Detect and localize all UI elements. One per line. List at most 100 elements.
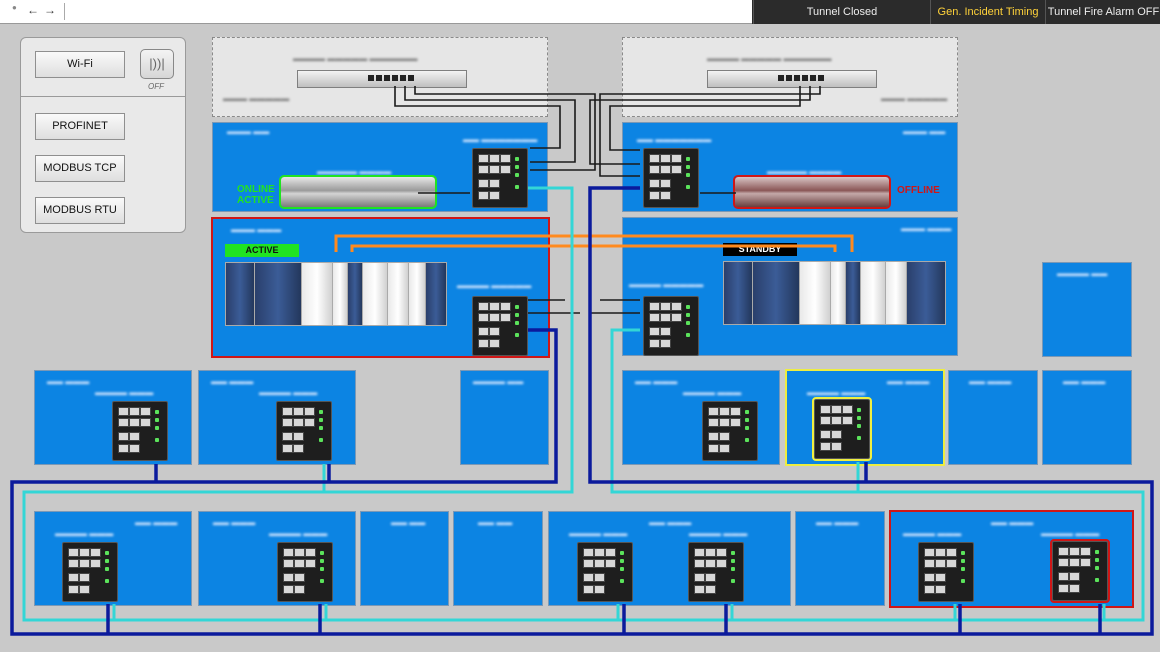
network-switch[interactable] xyxy=(112,401,168,461)
status-tunnel[interactable]: Tunnel Closed xyxy=(753,0,930,24)
switch-port xyxy=(79,548,90,557)
switch-led xyxy=(686,165,690,169)
plc-module xyxy=(799,261,831,325)
switch-port xyxy=(660,165,671,174)
switch-led xyxy=(686,321,690,325)
network-switch[interactable] xyxy=(472,296,528,356)
edge-router-left[interactable]: ▬▬▬▬ ▬▬▬▬▬ ▬▬▬▬▬▬ ▬▬▬ ▬▬▬▬▬ xyxy=(212,37,548,117)
switch-port xyxy=(294,573,305,582)
switch-led xyxy=(515,185,519,189)
modbus-tcp-button[interactable]: MODBUS TCP xyxy=(35,155,125,182)
switch-port xyxy=(129,418,140,427)
plc-left-badge: ACTIVE xyxy=(225,244,299,257)
field-panel-3[interactable]: ▬▬▬▬ ▬▬ xyxy=(460,370,549,465)
field-panel-6[interactable]: ▬▬ ▬▬▬ xyxy=(948,370,1038,465)
switch-led xyxy=(686,333,690,337)
switch-port xyxy=(90,559,101,568)
switch-port xyxy=(282,407,293,416)
field-panel-7[interactable]: ▬▬ ▬▬▬ xyxy=(1042,370,1132,465)
switch-port xyxy=(924,573,935,582)
status-fire-alarm[interactable]: Tunnel Fire Alarm OFF xyxy=(1045,0,1160,24)
switch-led xyxy=(745,418,749,422)
switch-led xyxy=(686,313,690,317)
switch-port xyxy=(705,559,716,568)
network-switch[interactable] xyxy=(702,401,758,461)
switch-led xyxy=(1095,550,1099,554)
field-panel-13[interactable]: ▬▬ ▬▬▬ xyxy=(795,511,885,606)
switch-port xyxy=(293,418,304,427)
wifi-signal-icon[interactable]: |))| xyxy=(140,49,174,79)
server-right[interactable] xyxy=(733,175,891,209)
switch-port xyxy=(719,432,730,441)
switch-led xyxy=(620,559,624,563)
switch-port xyxy=(831,442,842,451)
switch-led xyxy=(1095,558,1099,562)
switch-port xyxy=(500,313,511,322)
switch-port xyxy=(68,548,79,557)
server-left[interactable] xyxy=(279,175,437,209)
network-switch[interactable] xyxy=(62,542,118,602)
switch-port xyxy=(583,585,594,594)
switch-port xyxy=(660,191,671,200)
plc-module xyxy=(425,262,447,326)
switch-port xyxy=(583,573,594,582)
network-switch[interactable] xyxy=(472,148,528,208)
edge-router-right[interactable]: ▬▬▬▬ ▬▬▬▬▬ ▬▬▬▬▬▬ ▬▬▬ ▬▬▬▬▬ xyxy=(622,37,958,117)
switch-port xyxy=(304,418,315,427)
modbus-rtu-button[interactable]: MODBUS RTU xyxy=(35,197,125,224)
switch-port xyxy=(831,416,842,425)
switch-led xyxy=(731,579,735,583)
switch-led xyxy=(857,436,861,440)
forward-arrow-icon[interactable]: → xyxy=(44,3,56,17)
plc-module xyxy=(885,261,907,325)
profinet-button[interactable]: PROFINET xyxy=(35,113,125,140)
switch-led xyxy=(686,157,690,161)
switch-port xyxy=(283,548,294,557)
network-switch[interactable] xyxy=(276,401,332,461)
switch-port xyxy=(708,432,719,441)
switch-port xyxy=(478,179,489,188)
switch-led xyxy=(620,551,624,555)
network-switch[interactable] xyxy=(577,542,633,602)
switch-port xyxy=(671,154,682,163)
switch-port xyxy=(1069,558,1080,567)
switch-port xyxy=(68,573,79,582)
switch-port xyxy=(304,407,315,416)
network-switch[interactable] xyxy=(643,296,699,356)
switch-led xyxy=(620,567,624,571)
switch-port xyxy=(500,165,511,174)
switch-led xyxy=(515,165,519,169)
status-incident-timing[interactable]: Gen. Incident Timing xyxy=(930,0,1045,24)
switch-led xyxy=(961,579,965,583)
switch-port xyxy=(489,179,500,188)
network-switch[interactable] xyxy=(688,542,744,602)
network-switch[interactable] xyxy=(277,542,333,602)
switch-port xyxy=(1058,572,1069,581)
plc-module xyxy=(347,262,363,326)
field-panel-10[interactable]: ▬▬ ▬▬ xyxy=(360,511,449,606)
wifi-button[interactable]: Wi-Fi xyxy=(35,51,125,78)
device-panel-far-right[interactable]: ▬▬▬▬ ▬▬ xyxy=(1042,262,1132,357)
switch-led xyxy=(745,410,749,414)
network-switch[interactable] xyxy=(812,397,872,461)
switch-port xyxy=(649,154,660,163)
switch-led xyxy=(745,426,749,430)
switch-port xyxy=(708,407,719,416)
network-switch[interactable] xyxy=(918,542,974,602)
switch-port xyxy=(649,191,660,200)
switch-port xyxy=(946,559,957,568)
network-switch[interactable] xyxy=(643,148,699,208)
switch-led xyxy=(320,579,324,583)
back-arrow-icon[interactable]: ← xyxy=(27,3,39,17)
switch-port xyxy=(660,179,671,188)
switch-led xyxy=(961,559,965,563)
network-switch[interactable] xyxy=(1050,539,1110,603)
switch-led xyxy=(686,173,690,177)
switch-port xyxy=(140,407,151,416)
switch-port xyxy=(68,559,79,568)
switch-port xyxy=(489,339,500,348)
home-dot-icon[interactable]: ● xyxy=(12,3,17,12)
navigation-bar: ● ← → xyxy=(0,0,752,24)
switch-port xyxy=(649,313,660,322)
field-panel-11[interactable]: ▬▬ ▬▬ xyxy=(453,511,543,606)
